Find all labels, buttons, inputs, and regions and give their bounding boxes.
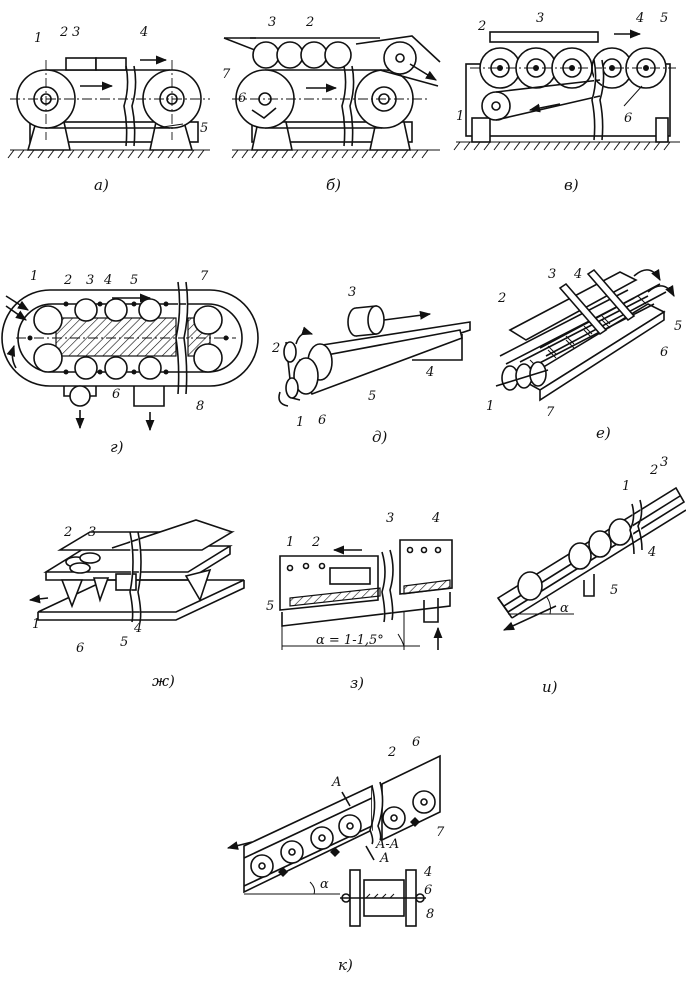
label-d-1: 1 <box>296 415 304 430</box>
label-i-1: 1 <box>622 479 630 494</box>
panel-zh: 2 3 1 6 5 4 ж) <box>28 519 245 690</box>
panel-k: 2 6 7 4 6 8 A A A-A α к) <box>226 735 445 974</box>
angle-z: α = 1-1,5° <box>316 633 384 648</box>
label-e-3: 3 <box>548 267 556 282</box>
caption-e: е) <box>596 424 611 442</box>
label-k-6b: 6 <box>424 883 432 898</box>
caption-g: г) <box>110 438 124 456</box>
section-k-top: A <box>331 775 341 790</box>
label-d-4: 4 <box>425 365 434 380</box>
label-z-3: 3 <box>386 511 394 526</box>
label-i-5: 5 <box>610 583 618 598</box>
label-k-6a: 6 <box>412 735 420 750</box>
panel-g: 1 2 3 4 5 7 6 8 г) <box>1 269 259 456</box>
label-zh-1: 1 <box>32 617 40 632</box>
label-d-5: 5 <box>368 389 376 404</box>
label-v-4: 4 <box>635 11 644 26</box>
label-zh-3: 3 <box>88 525 96 540</box>
label-b-7: 7 <box>222 67 231 82</box>
label-e-5: 5 <box>674 319 682 334</box>
label-d-6: 6 <box>318 413 326 428</box>
section-view-k: A-A <box>375 837 399 852</box>
label-k-4: 4 <box>423 865 432 880</box>
label-g-7: 7 <box>200 269 209 284</box>
panel-b: 3 2 7 6 б) <box>222 15 441 194</box>
label-a-4: 4 <box>139 25 148 40</box>
label-z-2: 2 <box>311 535 320 550</box>
label-zh-2: 2 <box>63 525 72 540</box>
label-d-2: 2 <box>271 341 280 356</box>
label-e-1: 1 <box>486 399 494 414</box>
label-b-3: 3 <box>268 15 276 30</box>
label-k-7: 7 <box>436 825 445 840</box>
label-g-4: 4 <box>103 273 112 288</box>
label-a-2: 2 <box>59 25 68 40</box>
caption-b: б) <box>326 176 341 194</box>
label-e-4: 4 <box>573 267 582 282</box>
label-g-8: 8 <box>196 399 204 414</box>
label-g-1: 1 <box>30 269 38 284</box>
section-k-bottom: A <box>379 851 389 866</box>
label-a-1: 1 <box>34 31 42 46</box>
label-v-1: 1 <box>456 109 464 124</box>
label-v-5: 5 <box>660 11 668 26</box>
label-g-2: 2 <box>63 273 72 288</box>
label-e-7: 7 <box>546 405 555 420</box>
label-i-3: 3 <box>660 455 668 470</box>
label-v-2: 2 <box>477 19 486 34</box>
label-b-2: 2 <box>305 15 314 30</box>
angle-i: α <box>560 601 569 616</box>
caption-i: и) <box>542 678 558 696</box>
caption-a: а) <box>94 176 109 194</box>
label-i-4: 4 <box>647 545 656 560</box>
panel-d: 3 2 1 6 5 4 д) <box>271 285 471 446</box>
label-z-4: 4 <box>431 511 440 526</box>
caption-zh: ж) <box>152 672 175 690</box>
label-z-5: 5 <box>266 599 274 614</box>
label-k-2: 2 <box>387 745 396 760</box>
label-b-6: 6 <box>238 91 246 106</box>
panel-e: 3 4 2 5 6 1 7 е) <box>486 267 682 442</box>
angle-k: α <box>320 877 329 892</box>
label-g-5: 5 <box>130 273 138 288</box>
label-zh-6: 6 <box>76 641 84 656</box>
panel-z: 1 2 3 4 5 α = 1-1,5° з) <box>266 511 453 692</box>
label-i-2: 2 <box>649 463 658 478</box>
panel-v: 2 3 4 5 1 6 в) <box>453 11 680 194</box>
label-e-2: 2 <box>497 291 506 306</box>
label-zh-5: 5 <box>120 635 128 650</box>
label-v-3: 3 <box>536 11 544 26</box>
label-e-6: 6 <box>660 345 668 360</box>
label-a-5: 5 <box>200 121 208 136</box>
panel-i: 1 2 3 4 5 α и) <box>496 455 686 696</box>
label-v-6: 6 <box>624 111 632 126</box>
caption-d: д) <box>372 428 388 446</box>
caption-k: к) <box>338 956 353 974</box>
label-z-1: 1 <box>286 535 294 550</box>
label-d-3: 3 <box>348 285 356 300</box>
caption-v: в) <box>564 176 579 194</box>
label-k-8: 8 <box>426 907 434 922</box>
label-g-6: 6 <box>112 387 120 402</box>
label-zh-4: 4 <box>133 621 142 636</box>
label-a-3: 3 <box>72 25 80 40</box>
label-g-3: 3 <box>86 273 94 288</box>
panel-a: 1 2 3 4 5 а) <box>7 25 210 194</box>
caption-z: з) <box>350 674 364 692</box>
